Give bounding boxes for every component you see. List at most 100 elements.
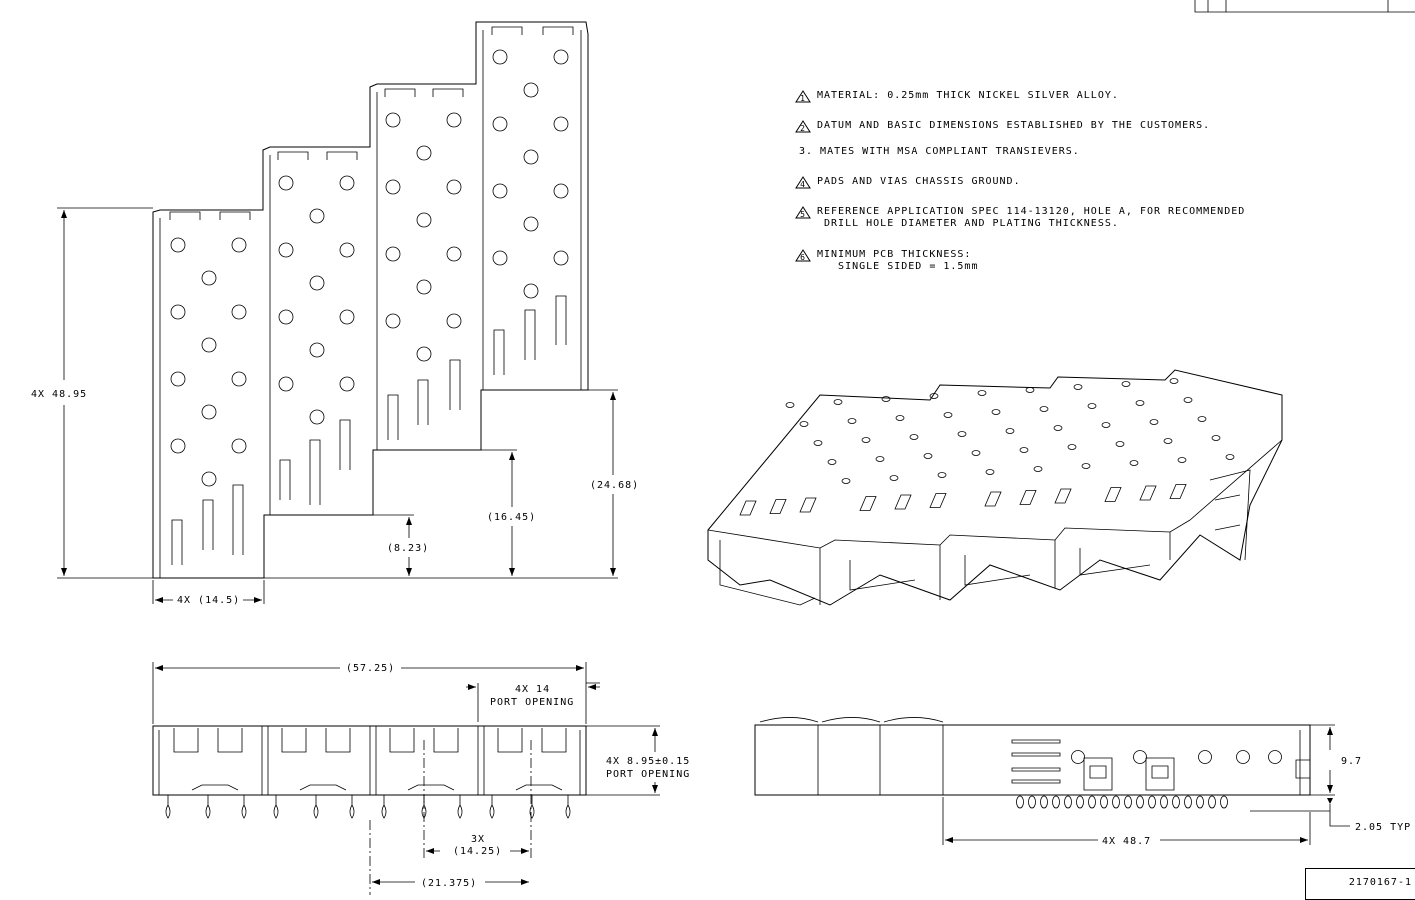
vent-hole — [170, 237, 186, 253]
vent-hole — [446, 246, 462, 262]
stepped-top-view: 4X 48.95 4X (14.5) (8.23) (16.45) (24.68… — [31, 21, 638, 606]
iso-hole — [923, 453, 933, 459]
vent-hole — [385, 112, 401, 128]
iso-hole — [1073, 384, 1083, 390]
vent-hole — [170, 304, 186, 320]
front-view: (57.25) 4X 14 PORT OPENING 4X 8.95±0.15 … — [152, 662, 690, 895]
iso-hole — [1019, 447, 1029, 453]
side-pin — [1112, 795, 1120, 809]
port-window — [173, 728, 199, 753]
spring-finger — [279, 459, 291, 500]
vent-hole — [339, 309, 355, 325]
side-hole — [1236, 750, 1250, 764]
note-1: 1 MATERIAL: 0.25mm THICK NICKEL SILVER AL… — [795, 90, 1119, 103]
delta-flag-icon: 1 — [795, 90, 811, 103]
side-holes — [1071, 750, 1282, 764]
vent-hole — [278, 242, 294, 258]
iso-hole — [861, 437, 871, 443]
iso-tab — [894, 494, 912, 510]
vent-hole — [385, 313, 401, 329]
dim-center: (21.375) — [421, 878, 477, 889]
iso-hole — [1177, 457, 1187, 463]
dim-3x-2: (14.25) — [453, 846, 502, 857]
note-2: 2 DATUM AND BASIC DIMENSIONS ESTABLISHED … — [795, 120, 1211, 133]
svg-text:6: 6 — [800, 253, 806, 262]
spring-finger — [171, 519, 183, 565]
side-pin — [1016, 795, 1024, 809]
vent-hole — [523, 283, 539, 299]
iso-tab — [1104, 487, 1122, 502]
part-number-box: 2170167-1 — [1305, 868, 1415, 900]
dim-tail: 2.05 TYP — [1355, 822, 1411, 833]
pin — [205, 795, 211, 819]
spring-finger — [555, 295, 567, 345]
pin — [313, 795, 319, 819]
vent-hole — [278, 175, 294, 191]
dim-port-height-1: 4X 8.95±0.15 — [606, 756, 690, 767]
pin — [241, 795, 247, 819]
dim-height: 4X 48.95 — [31, 389, 87, 400]
dim-side-height: 9.7 — [1341, 756, 1362, 767]
iso-hole — [847, 418, 857, 424]
iso-hole — [971, 450, 981, 456]
iso-hole — [943, 412, 953, 418]
vent-hole — [170, 438, 186, 454]
vent-hole — [385, 246, 401, 262]
dim-port-width-1: 4X 14 — [515, 684, 550, 695]
spring-finger — [417, 379, 429, 425]
side-hole — [1198, 750, 1212, 764]
vent-hole — [278, 376, 294, 392]
delta-flag-icon: 6 — [795, 249, 811, 262]
port-latch — [515, 784, 563, 791]
side-hole — [1133, 750, 1147, 764]
dim-side-length: 4X 48.7 — [1102, 836, 1151, 847]
side-pin — [1184, 795, 1192, 809]
note-3: 3. MATES WITH MSA COMPLIANT TRANSIEVERS. — [795, 146, 1080, 158]
vent-hole — [523, 216, 539, 232]
pin — [565, 795, 571, 819]
iso-hole — [1081, 463, 1091, 469]
side-pin — [1088, 795, 1096, 809]
port-window — [281, 728, 307, 753]
pin — [165, 795, 171, 819]
dim-pitch: 4X (14.5) — [177, 595, 240, 606]
vent-hole — [553, 49, 569, 65]
port-latch — [191, 784, 239, 791]
iso-hole — [991, 409, 1001, 415]
iso-hole — [1197, 416, 1207, 422]
vent-hole — [278, 309, 294, 325]
vent-hole — [309, 208, 325, 224]
port-latch — [299, 784, 347, 791]
pin — [349, 795, 355, 819]
spring-finger — [309, 439, 321, 505]
pin — [457, 795, 463, 819]
iso-tab — [929, 493, 947, 508]
port-window — [217, 728, 243, 753]
spring-finger — [202, 499, 214, 550]
iso-hole — [1121, 381, 1131, 387]
side-hole — [1268, 750, 1282, 764]
note-text: MATERIAL: 0.25mm THICK NICKEL SILVER ALL… — [817, 90, 1119, 101]
iso-hole — [1087, 403, 1097, 409]
vent-hole — [309, 342, 325, 358]
port-window — [389, 728, 415, 753]
iso-hole — [1149, 419, 1159, 425]
title-block-top — [1194, 0, 1415, 13]
iso-tab — [739, 500, 757, 516]
spring-finger — [387, 394, 399, 440]
iso-hole — [833, 399, 843, 405]
vent-hole — [385, 179, 401, 195]
iso-tab — [1054, 488, 1072, 504]
iso-hole — [1115, 441, 1125, 447]
dim-port-width-2: PORT OPENING — [490, 697, 574, 708]
note-text: DATUM AND BASIC DIMENSIONS ESTABLISHED B… — [817, 120, 1211, 131]
press-fit-pins — [165, 795, 571, 819]
spring-finger — [449, 359, 461, 410]
iso-hole — [929, 393, 939, 399]
dim-overall-width: (57.25) — [346, 663, 395, 674]
vent-hole — [231, 438, 247, 454]
vent-hole — [170, 371, 186, 387]
svg-text:2: 2 — [800, 124, 806, 133]
